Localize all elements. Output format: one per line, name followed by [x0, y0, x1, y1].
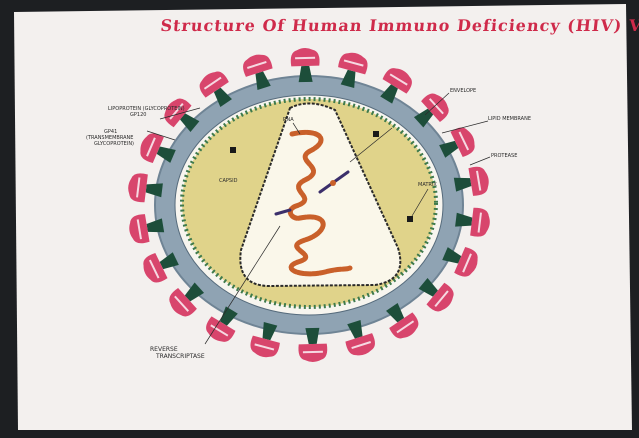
label-protease: Protease — [491, 153, 517, 159]
label-rt-line1: Reverse — [150, 346, 205, 353]
label-gp120: Lipoprotein (Glycoprotein) gp120 — [108, 106, 185, 118]
label-rt-line2: Transcriptase — [150, 353, 205, 360]
label-matrix: Matrix — [418, 182, 437, 188]
protease-square — [230, 147, 236, 153]
label-envelope: Envelope — [450, 88, 476, 94]
label-rna: RNA — [283, 117, 294, 123]
protease-square — [407, 216, 413, 222]
label-lipid-membrane: Lipid Membrane — [488, 116, 531, 122]
enzyme-dot — [330, 180, 336, 186]
label-gp41: gp41 (Transmembrane Glycoprotein) — [86, 129, 134, 147]
label-gp120-line2: gp120 — [108, 112, 185, 118]
diagram-title: Structure Of Human Immuno Deficiency (HI… — [158, 16, 631, 46]
label-reverse-transcriptase: Reverse Transcriptase — [150, 346, 205, 360]
label-capsid: Capsid — [219, 178, 237, 184]
protease-square — [373, 131, 379, 137]
label-gp41-line3: Glycoprotein) — [86, 141, 134, 147]
